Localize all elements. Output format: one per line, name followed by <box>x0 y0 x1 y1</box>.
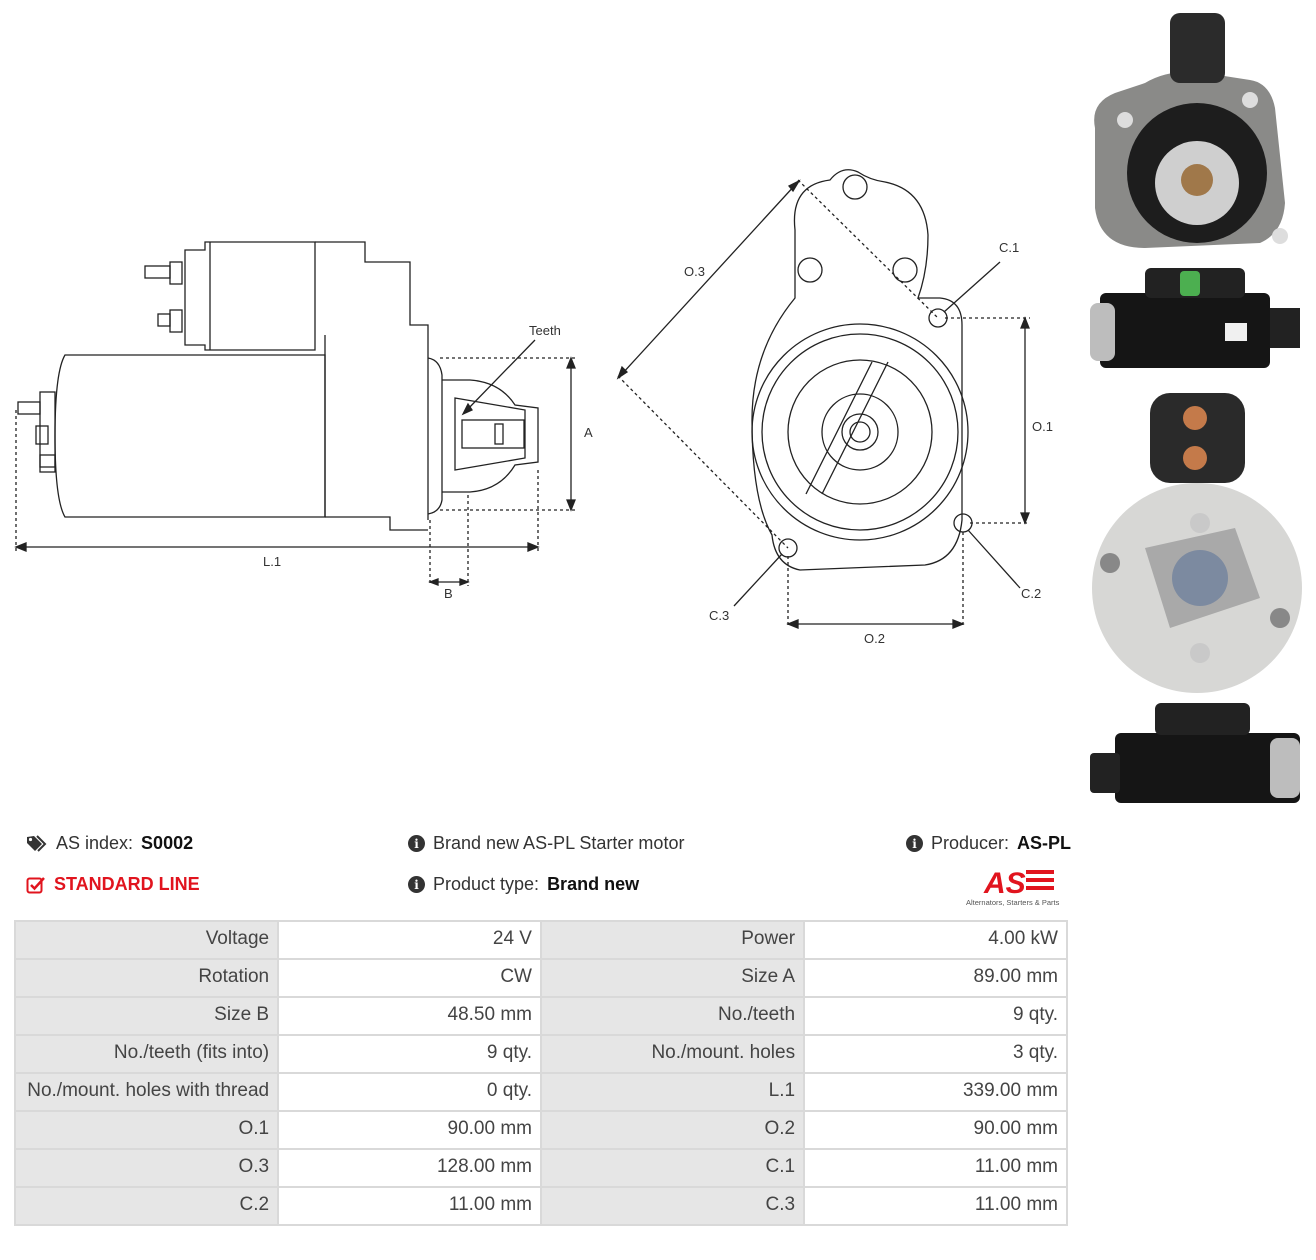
spec-value: 0 qty. <box>279 1074 540 1110</box>
as-index-value: S0002 <box>141 833 194 853</box>
product-photo-strip <box>1085 8 1310 818</box>
spec-value: 24 V <box>279 922 540 958</box>
as-pl-logo: AS Alternators, Starters & Parts <box>966 867 1060 907</box>
dimension-c1-label: C.1 <box>999 240 1019 255</box>
producer-value: AS-PL <box>1017 833 1072 853</box>
spec-value: 9 qty. <box>279 1036 540 1072</box>
product-description: Brand new AS-PL Starter motor <box>433 833 685 853</box>
svg-text:Alternators, Starters & Parts: Alternators, Starters & Parts <box>966 898 1060 907</box>
dimension-a-label: A <box>584 425 593 440</box>
spec-value: 339.00 mm <box>805 1074 1066 1110</box>
spec-key: O.1 <box>16 1112 278 1148</box>
dimension-l1-label: L.1 <box>263 554 281 569</box>
rear-view-photo[interactable] <box>1085 388 1310 693</box>
flange-view-drawing <box>616 169 1030 629</box>
standard-line-row: STANDARD LINE <box>26 874 200 895</box>
product-type-row: i Product type: Brand new <box>408 874 639 895</box>
spec-key: No./mount. holes with thread <box>16 1074 278 1110</box>
spec-key: Rotation <box>16 960 278 996</box>
spec-key: C.1 <box>541 1150 804 1186</box>
as-index-row: AS index: S0002 <box>26 833 193 854</box>
spec-value: 4.00 kW <box>805 922 1066 958</box>
product-type-value: Brand new <box>547 874 640 894</box>
front-view-photo[interactable] <box>1085 8 1310 263</box>
spec-value: 89.00 mm <box>805 960 1066 996</box>
side-view-photo-2[interactable] <box>1085 698 1310 813</box>
spec-key: O.2 <box>541 1112 804 1148</box>
teeth-label: Teeth <box>529 323 561 338</box>
producer-label: Producer: <box>931 833 1010 853</box>
side-view-drawing <box>14 241 576 586</box>
spec-key: C.2 <box>16 1188 278 1224</box>
side-view-photo[interactable] <box>1085 263 1310 378</box>
spec-value: 9 qty. <box>805 998 1066 1034</box>
spec-value: 11.00 mm <box>805 1150 1066 1186</box>
spec-key: L.1 <box>541 1074 804 1110</box>
svg-text:AS: AS <box>983 867 1026 900</box>
spec-key: O.3 <box>16 1150 278 1186</box>
spec-key: No./teeth (fits into) <box>16 1036 278 1072</box>
spec-value: 11.00 mm <box>279 1188 540 1224</box>
spec-key: Size B <box>16 998 278 1034</box>
as-index-label: AS index: <box>56 833 134 853</box>
spec-value: 48.50 mm <box>279 998 540 1034</box>
dimension-o1-label: O.1 <box>1032 419 1053 434</box>
spec-value: 90.00 mm <box>805 1112 1066 1148</box>
product-type-label: Product type: <box>433 874 540 894</box>
info-circle-icon: i <box>408 876 425 893</box>
dimension-o2-label: O.2 <box>864 631 885 646</box>
spec-value: 90.00 mm <box>279 1112 540 1148</box>
spec-key: No./teeth <box>541 998 804 1034</box>
dimension-c3-label: C.3 <box>709 608 729 623</box>
tags-icon <box>27 834 47 852</box>
technical-drawing: Teeth A L.1 B O.3 C.1 O.1 C.2 C.3 O.2 <box>14 169 1053 646</box>
spec-value: 128.00 mm <box>279 1150 540 1186</box>
dimension-o3-label: O.3 <box>684 264 705 279</box>
producer-row: i Producer: AS-PL <box>906 833 1071 854</box>
spec-value: 3 qty. <box>805 1036 1066 1072</box>
spec-key: C.3 <box>541 1188 804 1224</box>
dimension-c2-label: C.2 <box>1021 586 1041 601</box>
spec-key: Size A <box>541 960 804 996</box>
dimension-b-label: B <box>444 586 453 601</box>
check-square-icon <box>26 876 45 893</box>
info-circle-icon: i <box>408 835 425 852</box>
spec-value: CW <box>279 960 540 996</box>
spec-key: No./mount. holes <box>541 1036 804 1072</box>
spec-key: Power <box>541 922 804 958</box>
spec-value: 11.00 mm <box>805 1188 1066 1224</box>
spec-row: No./teeth (fits into)9 qty.No./mount. ho… <box>16 1036 1066 1072</box>
info-circle-icon: i <box>906 835 923 852</box>
standard-line-label: STANDARD LINE <box>54 874 200 894</box>
spec-key: Voltage <box>16 922 278 958</box>
description-row: i Brand new AS-PL Starter motor <box>408 833 684 854</box>
